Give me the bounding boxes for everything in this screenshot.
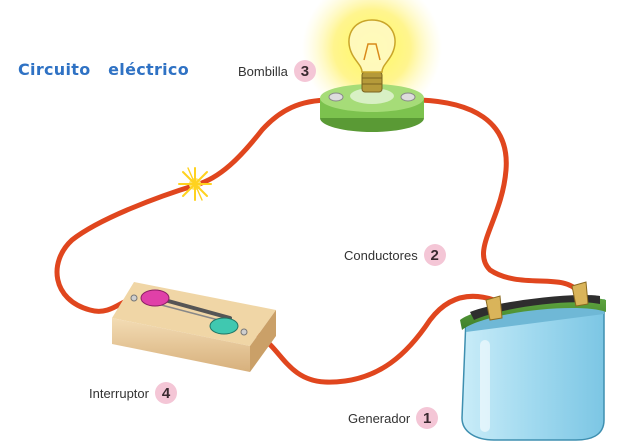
label-generador-number-badge: 1 <box>416 407 439 429</box>
label-conductores: Conductores 2 <box>344 244 446 266</box>
switch-contact-green <box>209 317 239 335</box>
switch-contact-pink <box>140 289 170 307</box>
wire-switch-to-battery <box>243 293 497 385</box>
label-bombilla-number-badge: 3 <box>293 60 316 82</box>
wire-bulb-to-switch <box>54 97 333 314</box>
wire-bulb-to-battery <box>417 97 581 295</box>
conductor-wires <box>54 97 581 385</box>
label-conductores-number-badge: 2 <box>423 244 446 266</box>
battery-generator <box>460 281 606 441</box>
label-bombilla: Bombilla 3 <box>238 60 316 82</box>
label-conductores-text: Conductores <box>344 247 418 263</box>
switch-interruptor <box>112 282 276 372</box>
label-interruptor-text: Interruptor <box>89 385 149 401</box>
label-interruptor-number-badge: 4 <box>154 382 177 404</box>
bulb-holder <box>320 84 424 132</box>
label-interruptor: Interruptor 4 <box>89 382 177 404</box>
lightbulb-icon <box>348 19 396 93</box>
label-generador-text: Generador <box>348 410 411 426</box>
spark-icon <box>178 167 212 201</box>
label-generador: Generador 1 <box>348 407 439 429</box>
label-bombilla-text: Bombilla <box>238 63 288 79</box>
diagram-title: Circuito eléctrico <box>18 60 189 79</box>
